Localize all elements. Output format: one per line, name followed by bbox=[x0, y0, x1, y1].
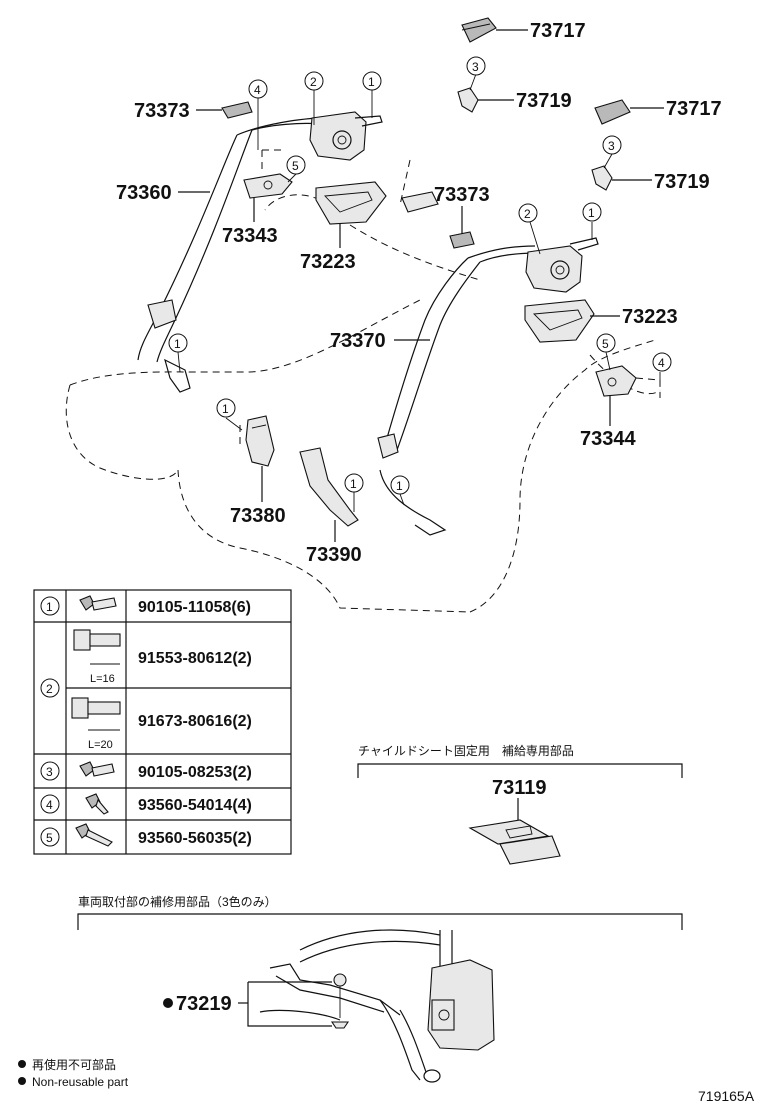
plate-73119 bbox=[468, 819, 561, 865]
legend: 再使用不可部品 Non-reusable part bbox=[18, 1057, 129, 1089]
table-key-1: 1 bbox=[46, 600, 53, 614]
flange-bolt-icon: L=20 bbox=[71, 697, 121, 751]
label-73344: 73344 bbox=[580, 428, 636, 450]
callout-2: 2 bbox=[310, 75, 317, 89]
fastener-number-1: 90105-11058(6) bbox=[138, 599, 251, 616]
cover-73373-center bbox=[401, 191, 475, 249]
retractor-left bbox=[309, 111, 383, 161]
label-73719-top: 73719 bbox=[516, 90, 572, 112]
legend-en: Non-reusable part bbox=[32, 1075, 129, 1089]
label-73360: 73360 bbox=[116, 182, 172, 204]
fastener-number-4: 93560-54014(4) bbox=[138, 797, 252, 814]
retractor-center bbox=[525, 237, 599, 293]
length-l20: L=20 bbox=[88, 739, 113, 751]
child-seat-section: チャイルドシート固定用 補給専用部品 73119 bbox=[357, 743, 683, 865]
non-reusable-dot-icon bbox=[18, 1060, 26, 1068]
label-73373-left: 73373 bbox=[134, 100, 190, 122]
screw-icon bbox=[75, 823, 113, 847]
callout-1: 1 bbox=[368, 75, 375, 89]
bracket-73344 bbox=[595, 365, 661, 398]
non-reusable-marker bbox=[163, 998, 173, 1008]
table-key-4: 4 bbox=[46, 798, 53, 812]
label-73717-top: 73717 bbox=[530, 20, 586, 42]
vehicle-repair-section: 車両取付部の補修用部品（3色のみ） 73219 bbox=[77, 894, 683, 1083]
label-73719-right: 73719 bbox=[654, 171, 710, 193]
label-73370: 73370 bbox=[330, 330, 386, 352]
callout-3: 3 bbox=[472, 60, 479, 74]
table-key-5: 5 bbox=[46, 831, 53, 845]
fastener-number-5: 93560-56035(2) bbox=[138, 830, 252, 847]
label-73717-right: 73717 bbox=[666, 98, 722, 120]
label-73373-center: 73373 bbox=[434, 184, 490, 206]
label-73390: 73390 bbox=[306, 544, 362, 566]
bracket-73719-right bbox=[591, 165, 613, 191]
label-73343: 73343 bbox=[222, 225, 278, 247]
callout-1: 1 bbox=[396, 479, 403, 493]
seatbelt-73360 bbox=[137, 117, 326, 393]
label-73219: 73219 bbox=[176, 993, 232, 1015]
fastener-number-2a: 91553-80612(2) bbox=[138, 650, 252, 667]
callout-1: 1 bbox=[222, 402, 229, 416]
non-reusable-dot-icon bbox=[18, 1077, 26, 1085]
fastener-number-3: 90105-08253(2) bbox=[138, 764, 252, 781]
cover-73717-top bbox=[461, 17, 497, 43]
cover-73373-left bbox=[221, 101, 253, 119]
leaders bbox=[177, 29, 664, 542]
cover-73717-right bbox=[594, 99, 631, 125]
bolt-icon bbox=[79, 595, 117, 611]
fastener-number-2b: 91673-80616(2) bbox=[138, 713, 252, 730]
flange-bolt-icon: L=16 bbox=[73, 629, 121, 685]
buckle-73380 bbox=[239, 415, 275, 467]
callout-3: 3 bbox=[608, 139, 615, 153]
screw-icon bbox=[85, 793, 109, 815]
callout-1: 1 bbox=[350, 477, 357, 491]
callout-1: 1 bbox=[174, 337, 181, 351]
callouts: 1 2 4 5 3 3 2 1 1 5 4 1 1 1 bbox=[168, 56, 672, 495]
label-73223-right: 73223 bbox=[622, 306, 678, 328]
part-number-labels: 73717 73719 73717 73719 73373 73360 7334… bbox=[116, 20, 722, 566]
tray-73223-left bbox=[315, 181, 387, 225]
buckle-73390 bbox=[299, 447, 359, 527]
label-73119: 73119 bbox=[492, 777, 547, 799]
callout-4: 4 bbox=[658, 356, 665, 370]
legend-jp: 再使用不可部品 bbox=[32, 1057, 116, 1072]
bracket-73343 bbox=[243, 149, 293, 199]
seatbelt-73370 bbox=[377, 245, 539, 536]
table-key-2: 2 bbox=[46, 682, 53, 696]
callout-1: 1 bbox=[588, 206, 595, 220]
body-outline bbox=[65, 159, 661, 613]
callout-4: 4 bbox=[254, 83, 261, 97]
tray-73223-right bbox=[524, 299, 595, 343]
child-seat-title: チャイルドシート固定用 補給専用部品 bbox=[358, 743, 574, 758]
label-73380: 73380 bbox=[230, 505, 286, 527]
bracket-73719-top bbox=[457, 87, 479, 113]
callout-5: 5 bbox=[602, 337, 609, 351]
label-73223-left: 73223 bbox=[300, 251, 356, 273]
table-key-3: 3 bbox=[46, 765, 53, 779]
fastener-table: 1 2 3 4 5 L=16 L=20 bbox=[33, 589, 292, 855]
length-l16: L=16 bbox=[90, 673, 115, 685]
callout-5: 5 bbox=[292, 159, 299, 173]
diagram-id: 719165A bbox=[698, 1088, 755, 1104]
callout-2: 2 bbox=[524, 207, 531, 221]
vehicle-repair-title: 車両取付部の補修用部品（3色のみ） bbox=[78, 894, 277, 909]
bolt-icon bbox=[79, 761, 115, 777]
